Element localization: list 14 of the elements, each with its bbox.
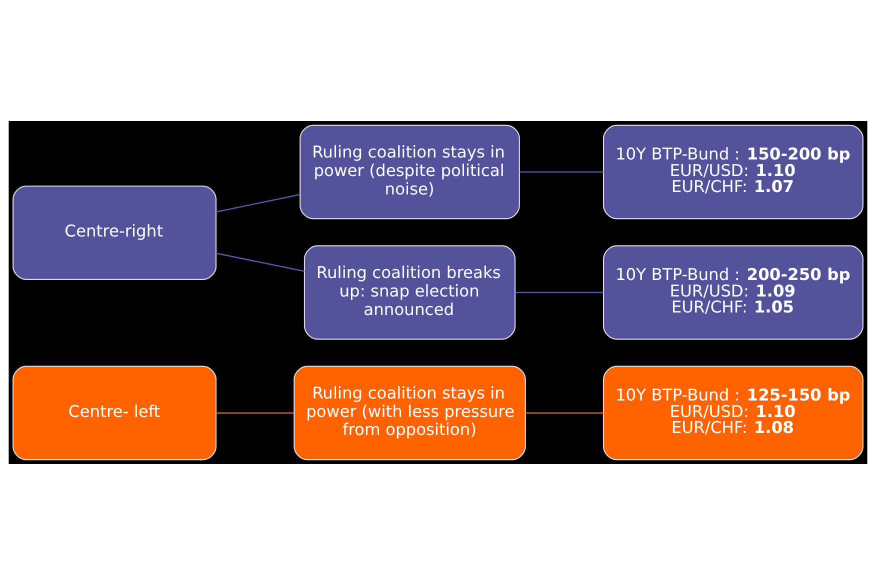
connector <box>216 194 300 213</box>
connector <box>526 412 604 414</box>
node-box: Ruling coalition stays in power (with less pressure from opposition) <box>294 366 526 460</box>
connector <box>216 252 305 272</box>
node-box: Centre- left <box>12 366 217 460</box>
node-box: Ruling coalition breaks up: snap election announced <box>304 245 516 340</box>
connector <box>520 171 604 173</box>
node-box: 10Y BTP-Bund : 125-150 bp EUR/USD: 1.10 EUR/CHF: 1.08 <box>602 366 864 460</box>
connector <box>216 412 294 414</box>
node-box: 10Y BTP-Bund : 150-200 bp EUR/USD: 1.10 EUR/CHF: 1.07 <box>602 124 864 220</box>
node-box: Ruling coalition stays in power (despite political noise) <box>300 124 520 220</box>
connector <box>515 292 604 294</box>
node-box: Centre-right <box>12 186 217 280</box>
node-box: 10Y BTP-Bund : 200-250 bp EUR/USD: 1.09 EUR/CHF: 1.05 <box>602 245 864 340</box>
